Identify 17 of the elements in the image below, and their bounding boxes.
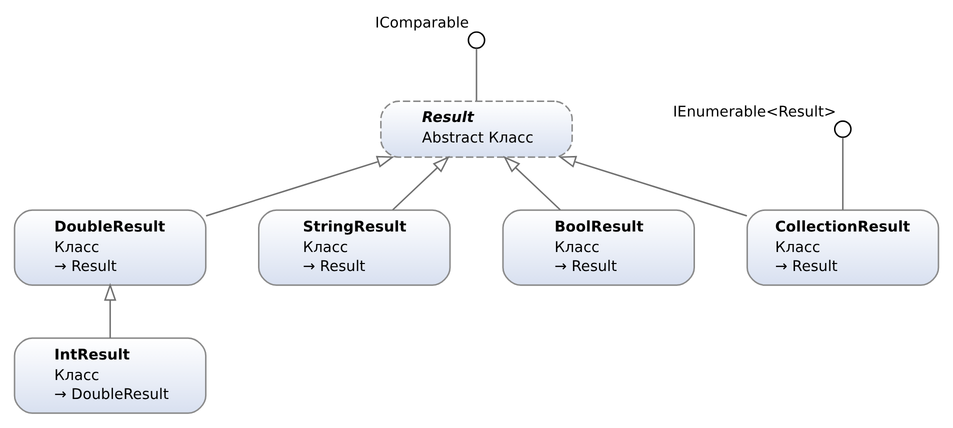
node-box: StringResult Класс → Result — [258, 208, 451, 286]
arrow — [558, 155, 748, 216]
node-label: IComparable — [375, 14, 469, 32]
arrow — [503, 155, 561, 210]
node-circle — [468, 30, 486, 48]
node-box: DoubleResult Класс → Result — [14, 208, 207, 286]
connector — [842, 137, 844, 210]
arrow — [206, 155, 395, 216]
node-box: CollectionResult Класс → Result — [746, 208, 940, 286]
arrow — [392, 155, 450, 210]
connector — [476, 48, 478, 100]
node-box: IntResult Класс → DoubleResult — [14, 336, 207, 414]
node-box: BoolResult Класс → Result — [502, 208, 695, 286]
node-label: IEnumerable<Result> — [672, 103, 836, 120]
arrow — [104, 282, 116, 338]
node-box: Result Abstract Класс — [380, 100, 573, 158]
node-circle — [834, 120, 852, 138]
